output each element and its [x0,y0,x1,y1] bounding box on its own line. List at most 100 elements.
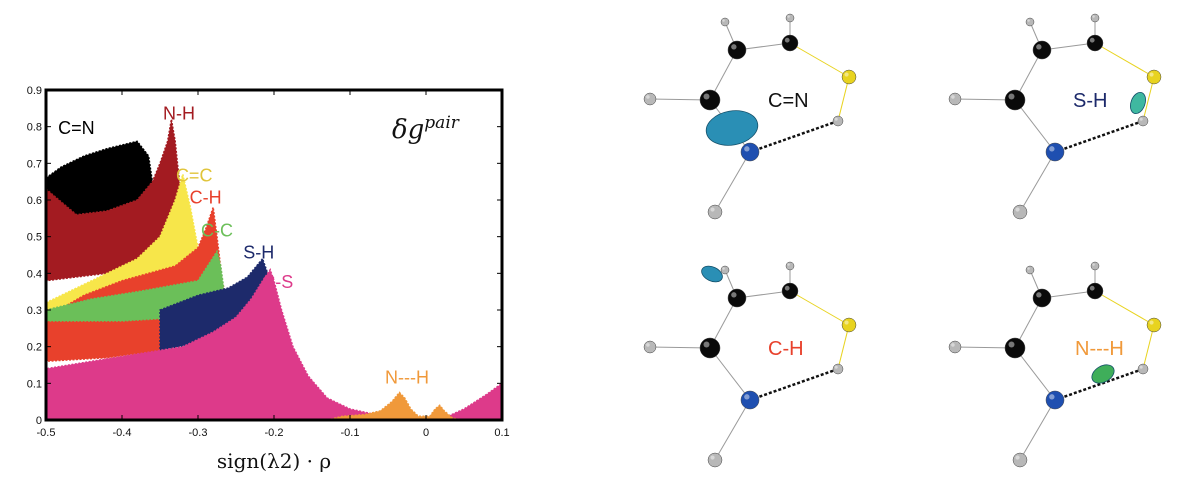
atom [720,17,730,27]
panel-label-2: C-H [768,338,804,360]
bond [837,76,850,122]
atom-highlight [1027,267,1030,270]
atom [1045,142,1065,162]
atom [1032,288,1052,308]
bond [1019,151,1056,213]
molecule-panel-0: C=N [643,13,857,220]
x-tick-label: 0.1 [494,427,509,439]
atom [1025,265,1035,275]
atom [720,265,730,275]
bond [714,151,751,213]
bond [789,42,850,78]
atom [1004,337,1026,359]
x-tick-label: -0.5 [37,427,56,439]
atom [832,115,844,127]
atom-highlight [1008,93,1015,100]
bond [789,290,850,326]
atom-highlight [1027,19,1030,22]
series-label-0: C=N [58,118,95,138]
atom-highlight [1008,341,1015,348]
atom [781,34,799,52]
x-tick-label: -0.2 [265,427,284,439]
atom-highlight [834,117,838,121]
atom-highlight [844,320,849,325]
atom-highlight [1015,207,1020,212]
y-tick-label: 0.9 [27,85,42,97]
y-tick-label: 0.2 [27,342,42,354]
atom [841,69,857,85]
molecule-panel-1: S-H [948,13,1162,220]
atom [643,340,657,354]
atom [727,288,747,308]
nci-isosurface [1130,91,1146,115]
atom [699,337,721,359]
atom-highlight [951,95,955,99]
atom [1146,317,1162,333]
atom [1090,261,1100,271]
atom-highlight [722,19,725,22]
bond [1014,99,1056,153]
atom-highlight [744,146,750,152]
atom [1004,89,1026,111]
atom [1137,363,1149,375]
atom [781,282,799,300]
atom-highlight [1049,394,1055,400]
atom-highlight [703,341,710,348]
y-tick-label: 0.3 [27,305,42,317]
y-tick-label: 0.5 [27,232,42,244]
atom [785,13,795,23]
hydrogen-bond [749,119,839,154]
x-axis-label: sign(λ2) · ρ [217,449,331,473]
atom-highlight [1036,44,1042,50]
atom-highlight [787,263,790,266]
atom-highlight [1092,263,1095,266]
bond [1142,76,1155,122]
atom-highlight [722,267,725,270]
chart-title: δgpair [392,113,460,145]
hydrogen-bond [749,367,839,402]
x-tick-label: -0.1 [341,427,360,439]
bond [1019,399,1056,461]
atom-highlight [1139,117,1143,121]
y-tick-label: 0.7 [27,158,42,170]
atom-highlight [744,394,750,400]
atom-highlight [703,93,710,100]
atom [740,142,760,162]
series-label-3: C-H [190,188,222,208]
atom-highlight [731,292,737,298]
bond [837,324,850,370]
series-label-7: N---H [385,367,429,387]
y-tick-label: 0.1 [27,378,42,390]
atom [707,204,723,220]
bond [714,399,751,461]
atom-highlight [844,72,849,77]
molecule-panels: C=N S-H C-H N---H [643,13,1162,468]
series-label-4: C-C [201,221,233,241]
atom-highlight [731,44,737,50]
y-tick-label: 0.8 [27,122,42,134]
atom-highlight [1149,320,1154,325]
atom [1032,40,1052,60]
nci-isosurface [1091,364,1115,384]
hydrogen-bond [1054,119,1144,154]
atom-highlight [784,285,790,291]
series-label-6: C-S [262,272,293,292]
bond [1014,347,1056,401]
series-label-5: S-H [243,243,274,263]
series-area-6 [46,268,502,420]
atom [948,340,962,354]
atom-highlight [1049,146,1055,152]
atom [1012,452,1028,468]
panel-label-3: N---H [1075,338,1124,360]
y-tick-label: 0.6 [27,195,42,207]
atom-highlight [1149,72,1154,77]
atom-highlight [1089,37,1095,43]
atom [707,452,723,468]
atom [727,40,747,60]
atom-highlight [710,207,715,212]
hydrogen-bond [1054,367,1144,402]
x-tick-label: 0 [423,427,429,439]
molecule-panel-3: N---H [948,261,1162,468]
atom [699,89,721,111]
